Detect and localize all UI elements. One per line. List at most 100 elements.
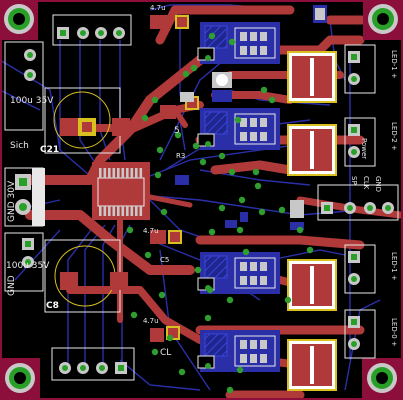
via [278, 206, 286, 214]
power-pad [287, 259, 337, 311]
mounting-hole-bottom-right [362, 358, 403, 400]
via [218, 152, 226, 160]
label-100u-bottom: 100u 35V [6, 261, 50, 271]
via [182, 70, 190, 78]
via [226, 386, 234, 394]
vias [126, 32, 314, 394]
ic-pin [121, 206, 125, 216]
ic-pin [130, 168, 134, 178]
via [208, 32, 216, 40]
via [178, 368, 186, 376]
via [160, 208, 168, 216]
mosfet-block [197, 22, 280, 64]
label-47u-bottom: 4.7u [143, 317, 159, 325]
left-connector-bottom [4, 232, 44, 292]
led-connector [344, 117, 376, 167]
smd-parts [175, 5, 327, 230]
led-connector [344, 309, 376, 359]
label-gnd-30v: GND 30V [7, 180, 17, 222]
via [208, 228, 216, 236]
power-pad [287, 51, 337, 103]
via [190, 64, 198, 72]
led-connector [344, 244, 376, 294]
signal-connector [317, 184, 399, 221]
via [192, 142, 200, 150]
via [236, 226, 244, 234]
silkscreen-labels: Sich C21 100u 35V GND 30V 100u 35V GND C… [6, 4, 398, 358]
label-clk: CLK [362, 176, 370, 190]
right-connectors [317, 44, 399, 359]
via [258, 208, 266, 216]
mosfet-block [197, 330, 280, 372]
driver-ic [92, 162, 150, 220]
right-power-pads [287, 51, 337, 391]
label-cl: CL [160, 348, 171, 358]
via [234, 116, 242, 124]
power-pad [287, 339, 337, 391]
ic-pin [99, 206, 102, 216]
via [268, 96, 276, 104]
via [174, 131, 182, 139]
label-c21: C21 [40, 145, 59, 155]
via [228, 38, 236, 46]
ic-pin [103, 168, 107, 178]
header-top [52, 14, 132, 46]
ic-pin [112, 168, 116, 178]
via [252, 168, 260, 176]
via [141, 114, 149, 122]
power-connector-30v [4, 167, 45, 227]
via [238, 196, 246, 204]
via [151, 96, 159, 104]
label-led-4: LED-0 + [390, 318, 398, 347]
via [166, 334, 174, 342]
ic-pin [99, 168, 102, 178]
via [242, 248, 250, 256]
via [194, 266, 202, 274]
label-led-3: LED-1 + [390, 252, 398, 281]
led-connector [344, 44, 376, 94]
mosfet-blocks [197, 22, 280, 372]
via [226, 296, 234, 304]
label-c8: C8 [46, 301, 59, 311]
via [144, 251, 152, 259]
ic-pin [135, 168, 138, 178]
label-sich: Sich [10, 141, 29, 151]
via [199, 158, 207, 166]
ic-pin [126, 206, 129, 216]
ic-pin [117, 206, 120, 216]
ic-pin [139, 206, 143, 216]
ic-pin [139, 168, 143, 178]
via [158, 291, 166, 299]
ic-pin [108, 168, 111, 178]
via [151, 348, 159, 356]
mounting-hole-top-left [0, 0, 38, 40]
label-r3: R3 [176, 152, 185, 160]
via [306, 246, 314, 254]
via [236, 366, 244, 374]
label-gnd-right: GND [374, 176, 382, 192]
label-gnd-left: GND [7, 275, 17, 296]
mosfet-block [197, 108, 280, 150]
mounting-hole-bottom-left [0, 358, 40, 400]
mosfet-block [197, 252, 280, 294]
via [154, 171, 162, 179]
ic-pin [108, 206, 111, 216]
label-c5: C5 [160, 256, 169, 264]
via [204, 314, 212, 322]
via [206, 286, 214, 294]
ic-pin [126, 168, 129, 178]
ic-pin [117, 168, 120, 178]
ic-pin [130, 206, 134, 216]
label-power: Power [360, 138, 368, 159]
via [260, 86, 268, 94]
label-led-2: LED-2 + [390, 122, 398, 151]
ic-pin [121, 168, 125, 178]
label-47u-top: 4.7u [150, 4, 166, 12]
ic-pin [112, 206, 116, 216]
label-r5: 5 [174, 126, 180, 136]
label-led-1: LED-1 + [390, 50, 398, 79]
via [228, 168, 236, 176]
